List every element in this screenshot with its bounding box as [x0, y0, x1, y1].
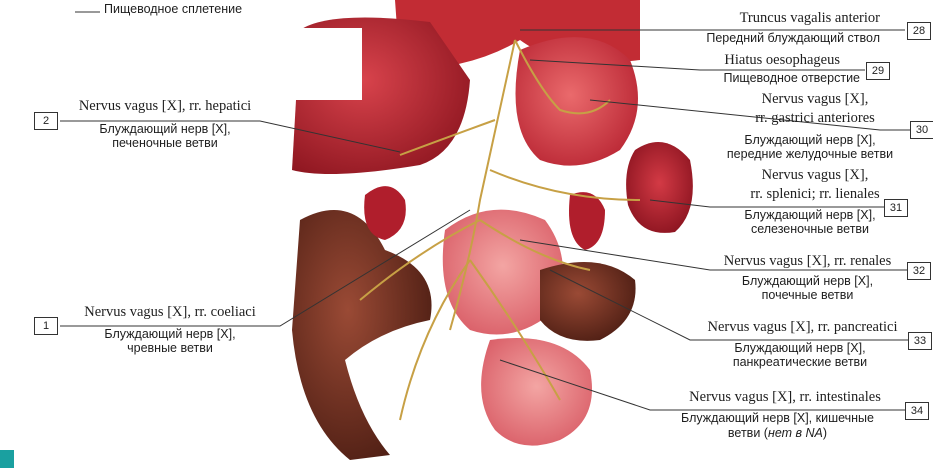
label-33-latin: Nervus vagus [X], rr. pancreatici [690, 320, 915, 336]
label-33-russian-line2: панкреатические ветви [690, 356, 910, 370]
label-33-russian-line1: Блуждающий нерв [X], [690, 342, 910, 356]
label-34-russian-line2-part1: ветви ( [728, 426, 768, 440]
label-34-russian-line1: Блуждающий нерв [X], кишечные [650, 412, 905, 426]
label-33-number-box: 33 [908, 332, 932, 350]
spleen-shape [626, 142, 693, 233]
label-30-number-box: 30 [910, 121, 933, 139]
label-30-latin-line2: rr. gastrici anteriores [720, 111, 910, 127]
label-28-latin: Truncus vagalis anterior [640, 11, 880, 27]
kidney-shape [569, 192, 605, 250]
label-31-number-box: 31 [884, 199, 908, 217]
label-2-russian-line2: печеночные ветви [60, 137, 270, 151]
label-31-latin-line1: Nervus vagus [X], [720, 168, 910, 184]
label-34-russian-line2-part3: ) [823, 426, 827, 440]
label-32-number-box: 32 [907, 262, 931, 280]
label-32-russian-line1: Блуждающий нерв [X], [700, 275, 915, 289]
caption-oesophageal-plexus: Пищеводное сплетение [104, 3, 242, 17]
ascending-colon-shape [292, 210, 432, 460]
label-29-russian: Пищеводное отверстие [620, 72, 860, 86]
label-29-latin: Hiatus oesophageus [620, 53, 840, 69]
label-31-russian-line2: селезеночные ветви [700, 223, 920, 237]
label-30-russian-line2: передние желудочные ветви [700, 148, 920, 162]
label-2-russian-line1: Блуждающий нерв [X], [60, 123, 270, 137]
teal-corner-accent [0, 450, 14, 468]
white-occlusion-block [280, 28, 362, 100]
label-28-number-box: 28 [907, 22, 931, 40]
label-2-number-box: 2 [34, 112, 58, 130]
label-2-latin: Nervus vagus [X], rr. hepatici [60, 99, 270, 115]
label-34-russian-line2: ветви (нет в NA) [650, 427, 905, 441]
label-34-russian-line2-italic: нет в NA [768, 426, 823, 440]
label-32-russian-line2: почечные ветви [700, 289, 915, 303]
small-intestine-shape [481, 338, 592, 446]
label-30-latin-line1: Nervus vagus [X], [720, 92, 910, 108]
label-34-number-box: 34 [905, 402, 929, 420]
label-1-latin: Nervus vagus [X], rr. coeliaci [60, 305, 280, 321]
label-1-number-box: 1 [34, 317, 58, 335]
descending-colon-shape [540, 262, 636, 341]
label-34-latin: Nervus vagus [X], rr. intestinales [665, 390, 905, 406]
label-1-russian-line1: Блуждающий нерв [X], [60, 328, 280, 342]
label-32-latin: Nervus vagus [X], rr. renales [700, 254, 915, 270]
label-1-russian-line2: чревные ветви [60, 342, 280, 356]
label-30-russian-line1: Блуждающий нерв [X], [700, 134, 920, 148]
label-28-russian: Передний блуждающий ствол [630, 32, 880, 46]
label-29-number-box: 29 [866, 62, 890, 80]
